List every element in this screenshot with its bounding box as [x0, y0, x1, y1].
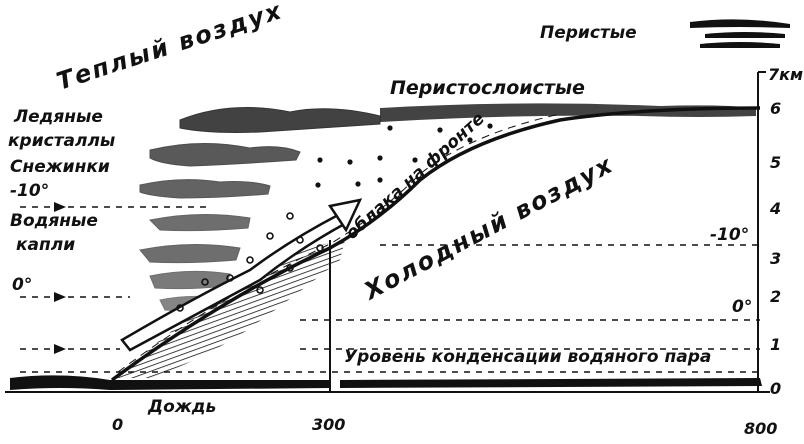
level-arrows — [54, 202, 66, 354]
zero-left-label: 0° — [12, 275, 32, 295]
minus10-right-label: -10° — [710, 225, 749, 245]
height-tick-4: 4 — [769, 199, 781, 218]
ice-crystals-label-1: Ледяные — [13, 107, 103, 127]
ice-crystals-label-2: кристаллы — [8, 131, 115, 151]
rain-label: Дождь — [147, 397, 216, 417]
condensation-level-label: Уровень конденсации водяного пара — [344, 347, 711, 367]
zero-right-label: 0° — [732, 297, 752, 317]
height-tick-2: 2 — [770, 287, 781, 306]
distance-tick-800: 800 — [744, 419, 777, 438]
front-surface — [110, 106, 761, 382]
height-tick-5: 5 — [770, 153, 781, 172]
rain-region — [115, 240, 345, 378]
height-tick-3: 3 — [770, 249, 781, 268]
cirrostratus-label: Перистослоистые — [390, 77, 585, 99]
cirrostratus-band — [380, 103, 756, 122]
distance-tick-300: 300 — [312, 415, 345, 434]
water-drops-label-2: капли — [16, 235, 75, 255]
height-tick-6: 6 — [770, 99, 781, 118]
distance-tick-0: 0 — [112, 415, 123, 434]
ground — [5, 375, 770, 393]
cirrus-label: Перистые — [540, 23, 637, 43]
snowflakes-label: Снежинки — [10, 157, 110, 177]
height-axis — [757, 71, 766, 392]
precipitation-symbols — [176, 123, 493, 312]
cloud-masses — [139, 107, 381, 312]
height-tick-0: 0 — [770, 379, 781, 398]
height-unit-label: 7км — [768, 65, 803, 84]
water-drops-label-1: Водяные — [10, 211, 98, 231]
cold-air-label: Холодный воздух — [358, 150, 618, 306]
warm-air-label: Теплый воздух — [53, 0, 286, 96]
level-lines — [20, 206, 760, 373]
minus10-left-label: -10° — [10, 181, 49, 201]
height-tick-1: 1 — [770, 335, 781, 354]
cirrus-cloud — [690, 19, 790, 48]
updraft-arrow — [120, 198, 363, 352]
